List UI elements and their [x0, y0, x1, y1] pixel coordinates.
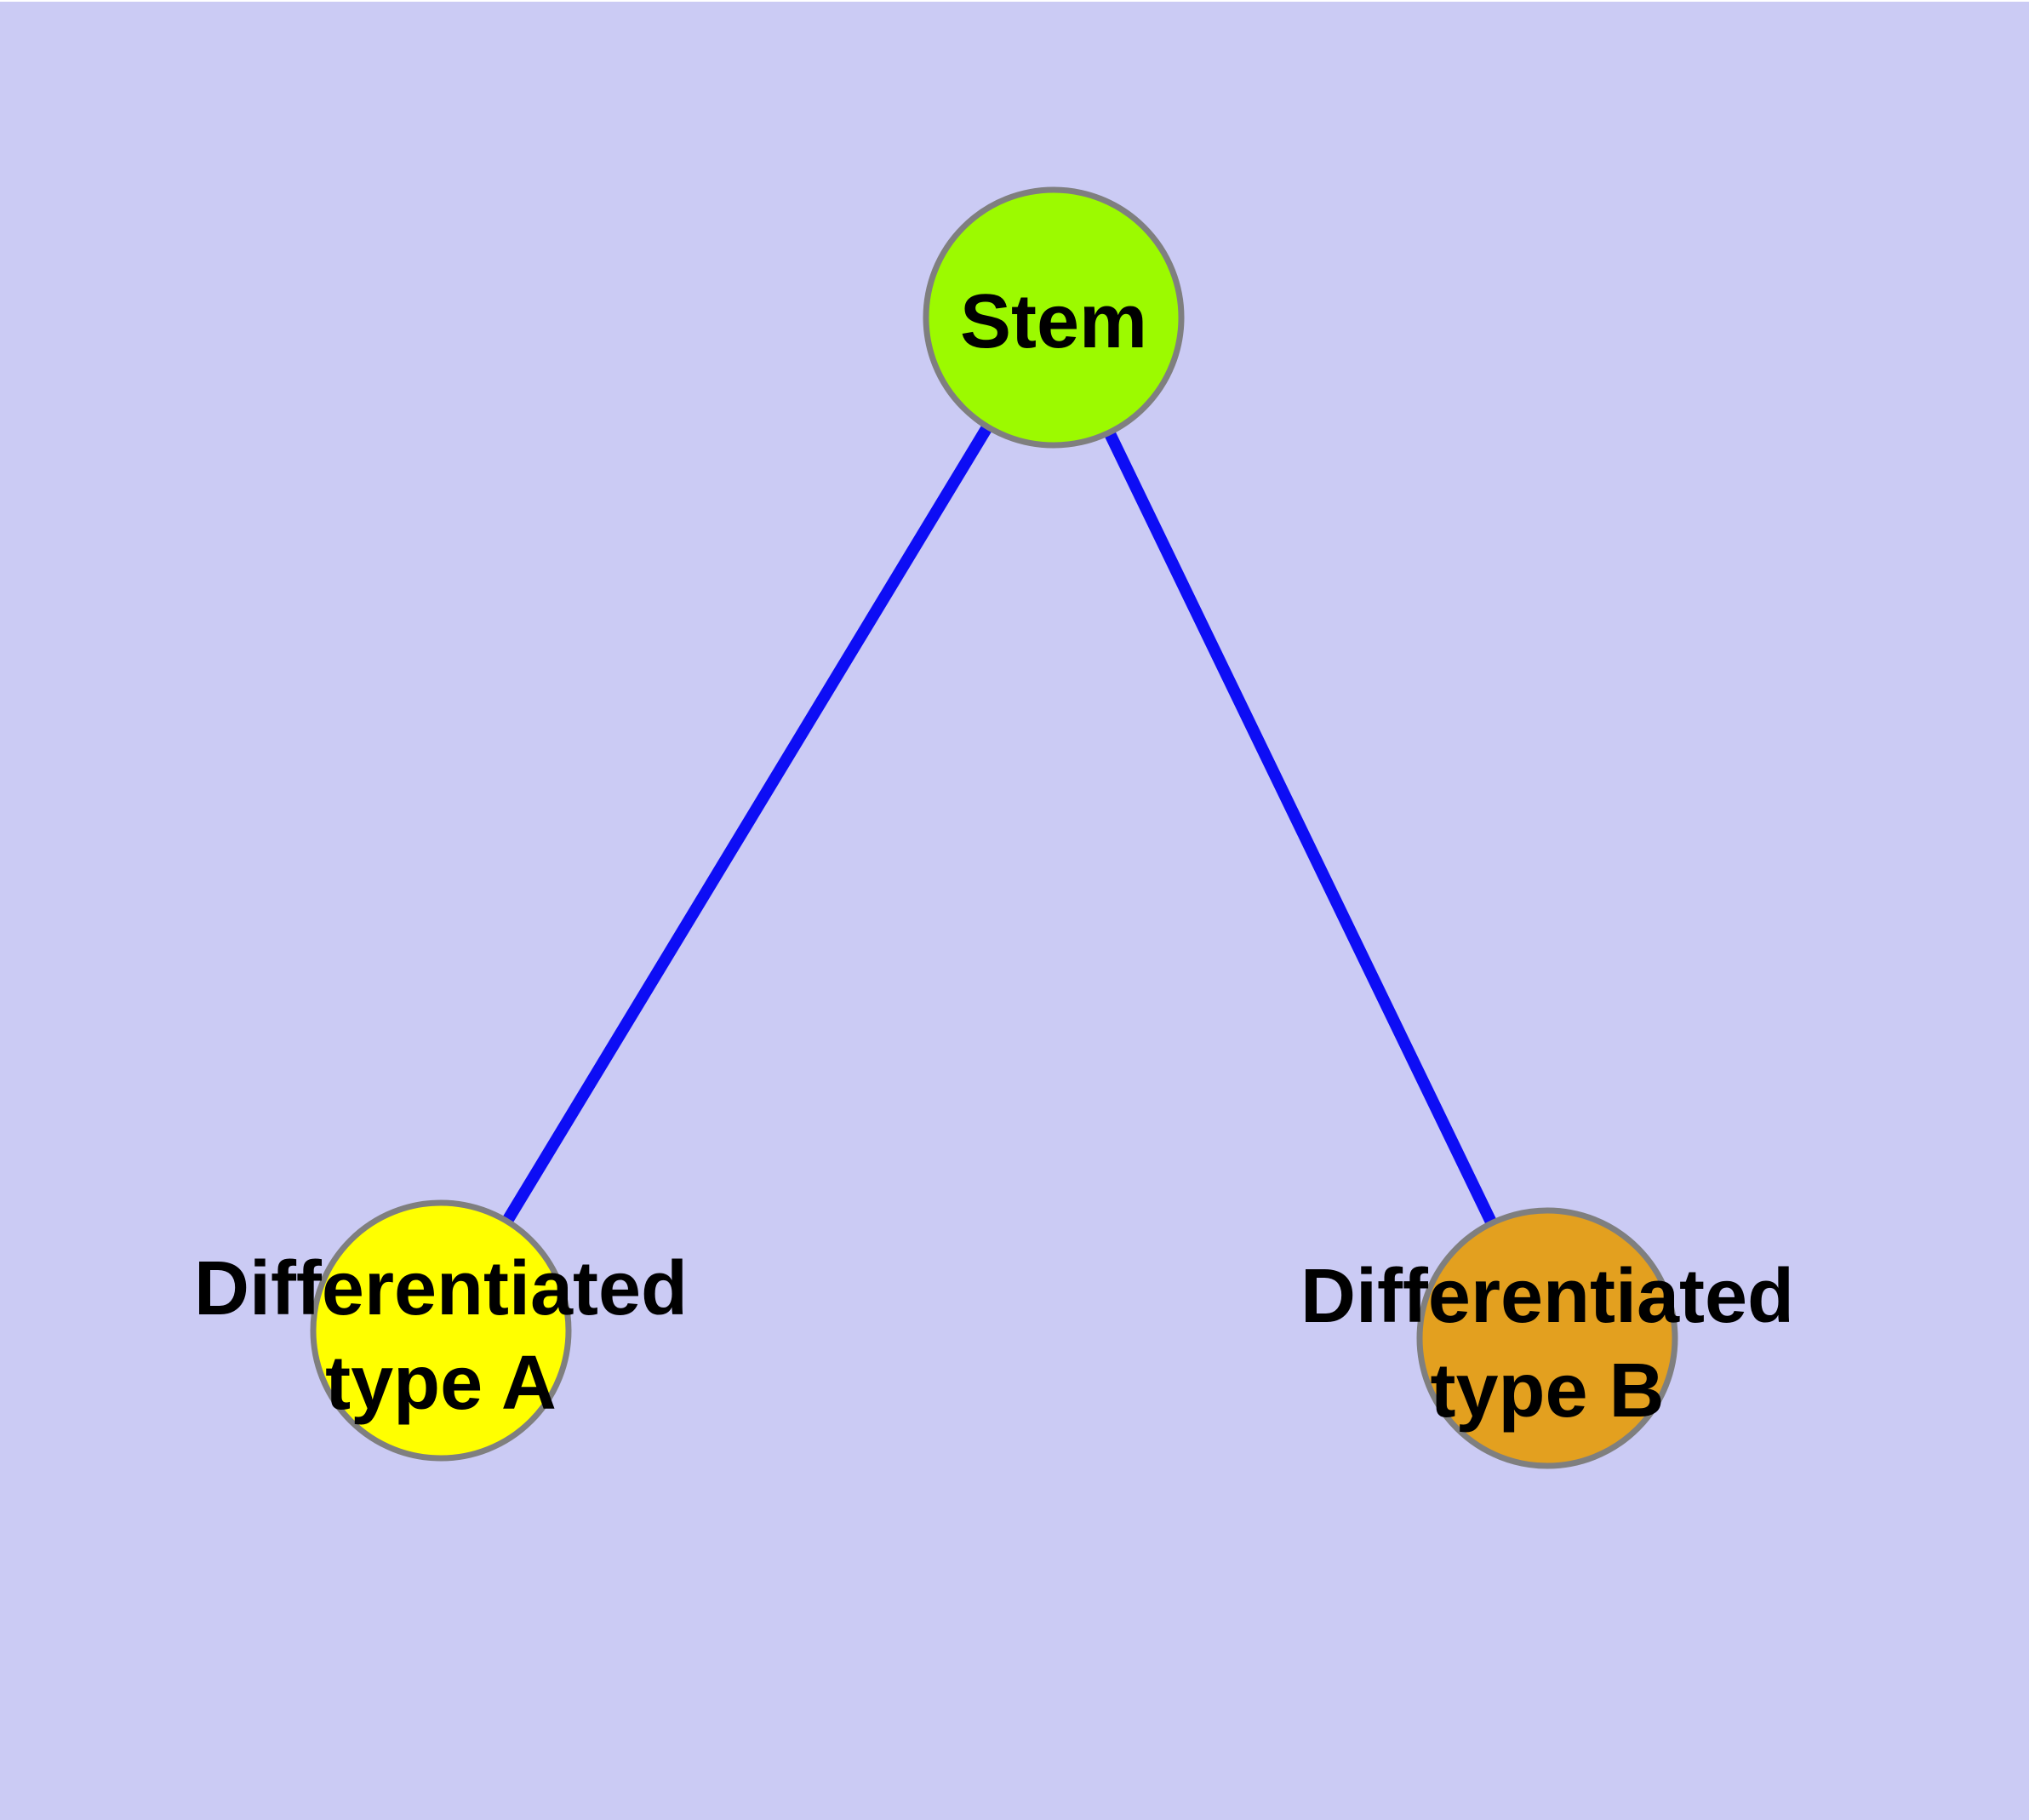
node-type-a-label-line1: Differentiated [194, 1246, 688, 1331]
node-stem[interactable] [923, 186, 1185, 449]
node-stem-label: Stem [960, 279, 1147, 364]
edge-stem-to-type-a[interactable] [436, 314, 1059, 1334]
node-type-b-label-line2: type B [1430, 1348, 1664, 1434]
top-margin-strip [0, 0, 2029, 2]
node-differentiated-type-b[interactable] [1416, 1207, 1678, 1469]
node-type-a-label-line2: type A [325, 1341, 557, 1426]
edge-stem-to-type-b[interactable] [1048, 314, 1553, 1342]
node-differentiated-type-a[interactable] [310, 1199, 572, 1462]
node-type-b-label-line1: Differentiated [1300, 1254, 1794, 1339]
